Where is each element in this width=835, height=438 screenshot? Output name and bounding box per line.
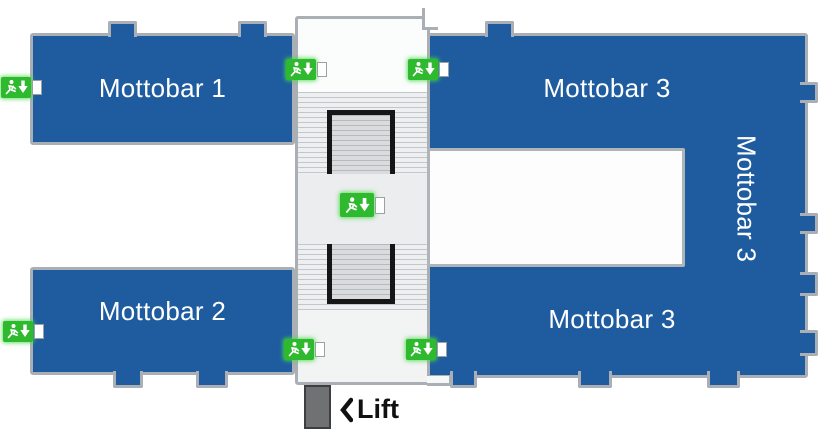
room-label-mottobar-3-right: Mottobar 3 [731,135,762,263]
exit-sign-panel [408,59,438,80]
wall-notch [800,82,818,103]
emergency-exit-icon [340,193,385,217]
wall-notch [238,21,267,37]
exit-sign-panel [406,339,436,360]
staircase-upper-railing [327,110,395,174]
exit-door [32,80,42,95]
exit-door [317,62,327,77]
emergency-exit-icon [3,321,44,342]
exit-door [439,62,449,77]
corridor-top-step [422,8,438,30]
wall-notch [800,213,818,234]
exit-door [437,342,447,357]
wall-notch [108,21,137,37]
exit-door [315,342,325,357]
emergency-exit-icon [408,59,449,80]
wall-notch [800,272,818,296]
corridor-bottom-step [427,376,452,386]
exit-sign-panel [340,193,374,217]
lift-label-text: Lift [357,394,399,424]
inner-hallway [427,148,685,267]
emergency-exit-icon [406,339,447,360]
exit-sign-panel [3,321,33,342]
wall-notch [707,371,740,388]
wall-notch [800,330,818,356]
wall-notch [196,371,228,388]
left-arrow-icon [340,397,353,422]
emergency-exit-icon [286,59,327,80]
staircase-lower-railing [327,244,395,304]
room-label-mottobar-3-top: Mottobar 3 [543,72,671,103]
wall-notch [485,21,514,37]
exit-sign-panel [1,77,31,98]
lift-shaft [304,385,331,429]
emergency-exit-icon [1,77,42,98]
corridor-upper-landing [298,19,427,92]
wall-notch [578,371,612,388]
room-mottobar-2 [30,267,295,375]
exit-door [375,196,385,214]
room-label-mottobar-1: Mottobar 1 [98,72,227,103]
exit-door [34,324,44,339]
lift-label: Lift [340,394,399,425]
wall-notch [450,371,477,388]
room-mottobar-1 [30,33,295,145]
emergency-exit-icon [284,339,325,360]
exit-sign-panel [286,59,316,80]
room-label-mottobar-2: Mottobar 2 [98,295,227,326]
wall-notch [113,371,143,388]
exit-sign-panel [284,339,314,360]
room-label-mottobar-3-bottom: Mottobar 3 [548,303,676,334]
